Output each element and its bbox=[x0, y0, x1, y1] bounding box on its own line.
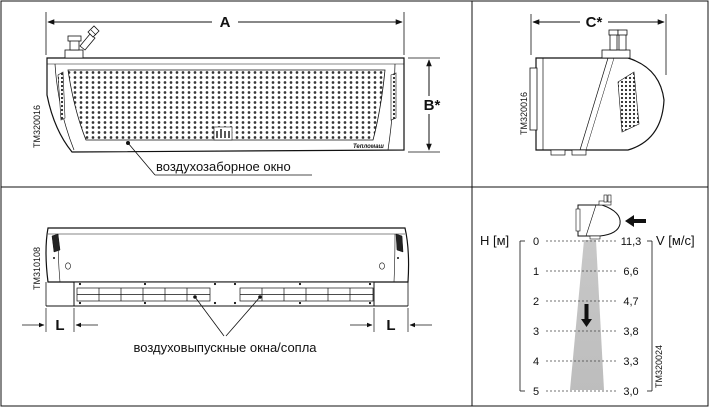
mounting-bracket bbox=[529, 67, 538, 131]
heater-body-bottom bbox=[45, 227, 410, 283]
intake-window-label: воздухозаборное окно bbox=[156, 159, 291, 174]
intake-arrow-icon bbox=[625, 215, 646, 227]
h-value-label: 3 bbox=[533, 326, 539, 338]
drawing-code-bottom: TM310108 bbox=[32, 247, 42, 290]
panel-front-view: A B* Тепломаш TM320016 bbox=[32, 12, 444, 176]
jet-direction-arrow-icon bbox=[581, 304, 592, 327]
panel-side-view: C* TM320016 bbox=[519, 13, 667, 156]
h-value-label: 4 bbox=[533, 356, 539, 368]
panel-bottom-view: L L TM310108 воздуховыпускные окна/сопла bbox=[22, 227, 432, 355]
connection-pipes bbox=[64, 25, 100, 59]
h-value-label: 0 bbox=[533, 236, 539, 248]
drawing-code-chart: TM320024 bbox=[654, 345, 664, 388]
v-value-label: 11,3 bbox=[621, 236, 642, 248]
dimension-l-left-label: L bbox=[55, 317, 64, 334]
h-axis-label: H [м] bbox=[480, 233, 509, 248]
dimension-l-right-label: L bbox=[386, 317, 395, 334]
dimension-c-label: C* bbox=[586, 14, 603, 31]
h-value-label: 5 bbox=[533, 386, 539, 398]
side-vent-right bbox=[390, 72, 397, 121]
h-value-label: 2 bbox=[533, 296, 539, 308]
dimension-b-label: B* bbox=[424, 97, 441, 114]
v-axis-label: V [м/с] bbox=[656, 233, 695, 248]
side-vent-left bbox=[57, 71, 66, 121]
outlet-nozzles-left bbox=[76, 287, 211, 302]
heater-icon-small bbox=[575, 194, 621, 240]
side-vent bbox=[617, 71, 640, 133]
v-value-label: 3,3 bbox=[623, 356, 638, 368]
outlet-nozzles-label: воздуховыпускные окна/сопла bbox=[133, 340, 317, 355]
v-value-label: 4,7 bbox=[623, 296, 638, 308]
brand-mark: Тепломаш bbox=[353, 144, 385, 150]
logo-plate bbox=[213, 126, 233, 141]
drawing-code-front: TM320016 bbox=[32, 105, 42, 148]
air-intake-grille bbox=[67, 69, 386, 141]
connection-pipes-side bbox=[601, 29, 631, 59]
v-value-label: 3,0 bbox=[623, 386, 638, 398]
v-value-label: 6,6 bbox=[623, 266, 638, 278]
v-value-label: 3,8 bbox=[623, 326, 638, 338]
h-value-label: 1 bbox=[533, 266, 539, 278]
dimension-a-label: A bbox=[220, 14, 231, 31]
drawing-code-side: TM320016 bbox=[519, 92, 529, 135]
outlet-nozzles-right bbox=[239, 287, 374, 302]
